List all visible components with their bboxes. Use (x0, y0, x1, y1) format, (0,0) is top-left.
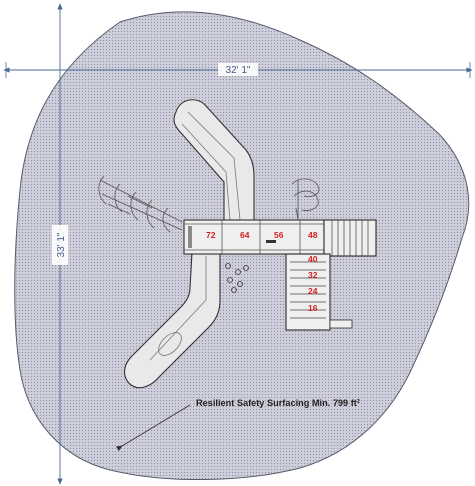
surfacing-annotation: Resilient Safety Surfacing Min. 799 ft² (115, 398, 360, 452)
stepping-pods (225, 263, 249, 293)
lower-tube-slide (123, 251, 221, 389)
deck-height-24: 24 (308, 286, 318, 296)
deck-height-16: 16 (308, 303, 318, 313)
deck-height-72: 72 (206, 230, 216, 240)
depth-dimension: 33' 1" (52, 3, 68, 485)
chain-climber (98, 175, 183, 233)
surfacing-note: Resilient Safety Surfacing Min. 799 ft² (196, 398, 360, 408)
spiral-climber (291, 178, 320, 221)
upper-tube-slide (173, 99, 255, 223)
width-dimension: 32' 1" (3, 62, 473, 78)
deck-height-40: 40 (308, 254, 318, 264)
depth-dimension-label: 33' 1" (56, 232, 67, 257)
width-dimension-label: 32' 1" (226, 65, 251, 76)
deck-height-64: 64 (240, 230, 250, 240)
deck-height-32: 32 (308, 270, 318, 280)
right-bridge (323, 219, 377, 257)
main-deck (183, 219, 325, 255)
deck-height-48: 48 (308, 230, 318, 240)
step-decks (285, 253, 353, 331)
deck-height-56: 56 (274, 230, 284, 240)
